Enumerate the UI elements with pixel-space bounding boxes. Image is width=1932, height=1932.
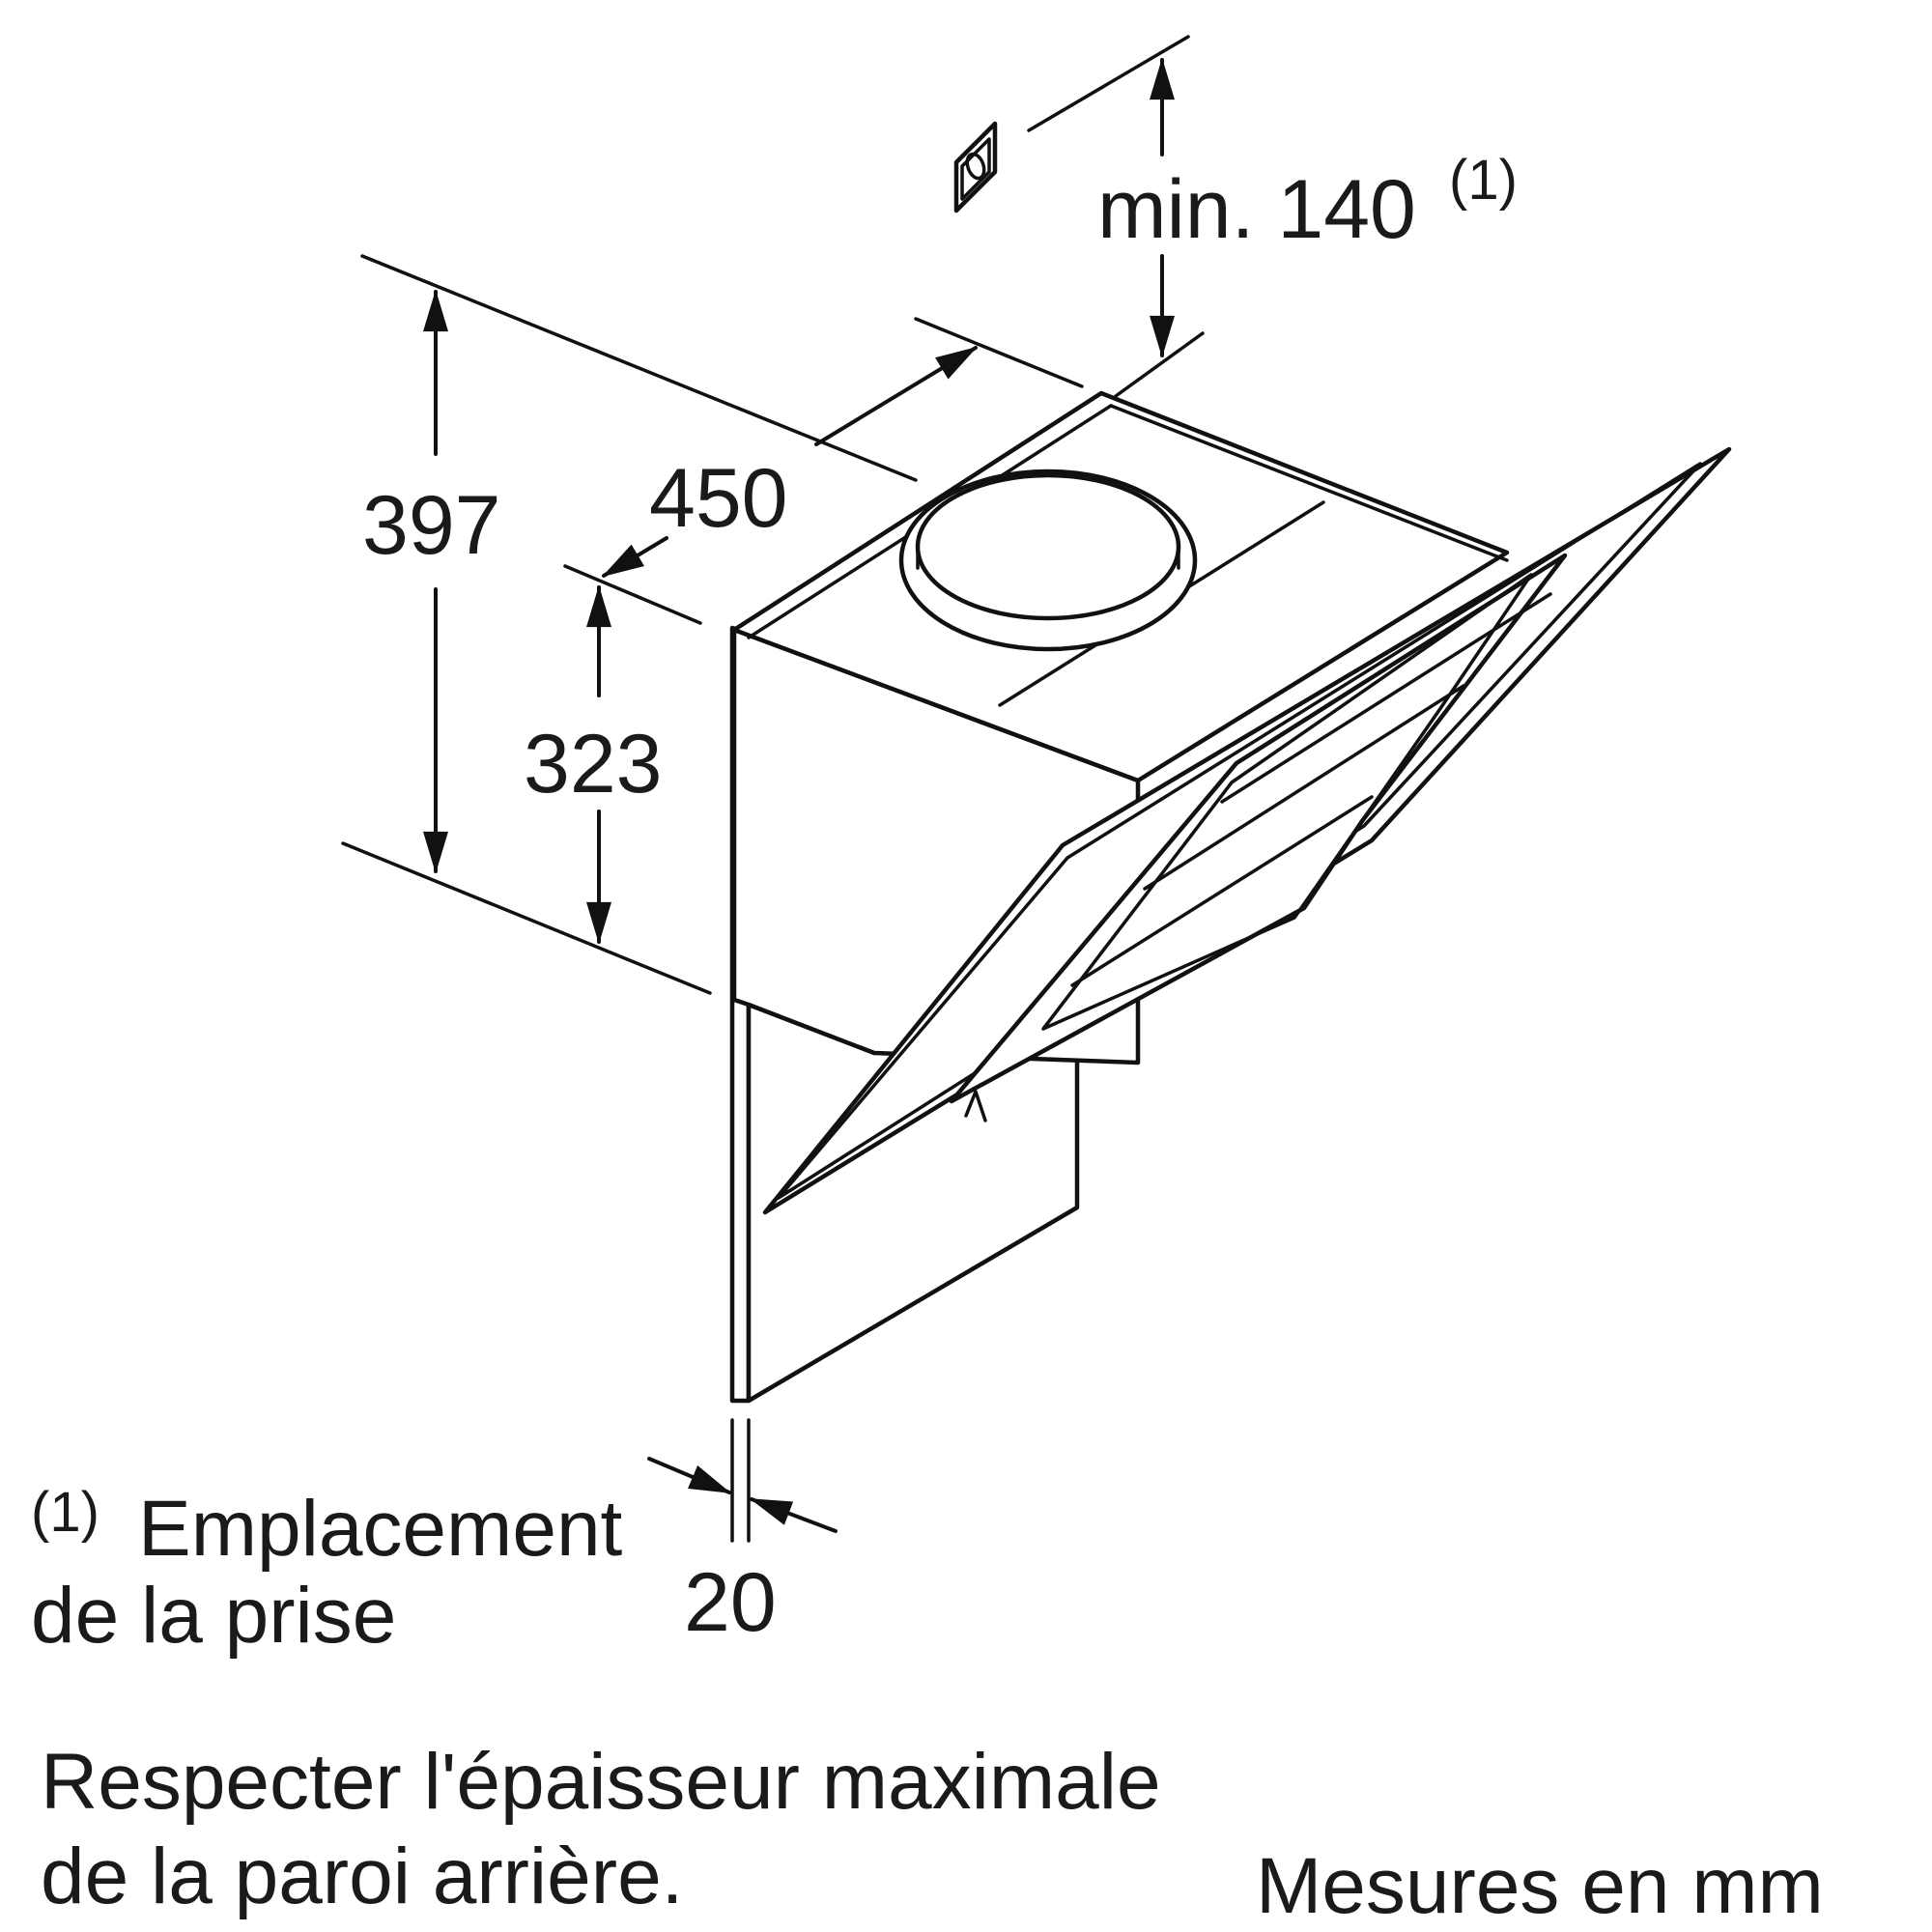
filter-bar-3 xyxy=(1070,795,1374,987)
dim-socket-label: min. 140 xyxy=(1097,163,1416,256)
hood-drawing xyxy=(729,390,1732,1404)
filter-inner xyxy=(1041,573,1533,1031)
bottom-notes: Respecter l'épaisseur maximale de la par… xyxy=(41,1738,1824,1930)
dim-depth-label: 450 xyxy=(649,452,788,545)
warning-line2: de la paroi arrière. xyxy=(41,1833,683,1920)
footnote-marker: (1) xyxy=(31,1481,99,1544)
dim-socket-sup: (1) xyxy=(1449,149,1518,212)
socket-icon xyxy=(953,121,998,213)
exhaust-collar xyxy=(898,469,1198,652)
dim-total-height-label: 397 xyxy=(362,479,501,572)
top-edge-back xyxy=(1109,404,1509,562)
warning-line1: Respecter l'épaisseur maximale xyxy=(41,1738,1161,1826)
dim-socket-height: min. 140 (1) xyxy=(1027,35,1518,398)
units-note: Mesures en mm xyxy=(1256,1842,1824,1930)
dim-wall-thickness: 20 xyxy=(647,1418,838,1649)
dim-wall-thickness-label: 20 xyxy=(684,1556,777,1649)
dim-body-height: 323 xyxy=(524,584,663,945)
dim-body-height-label: 323 xyxy=(524,718,663,810)
dim-depth: 450 xyxy=(563,317,1084,625)
frame-notch xyxy=(964,1090,987,1122)
filter-bar-1 xyxy=(1220,592,1552,804)
footnote-line2: de la prise xyxy=(31,1572,396,1660)
footnote: (1) Emplacement de la prise xyxy=(31,1481,623,1660)
filter-bar-2 xyxy=(1143,684,1465,891)
dim-total-height: 397 xyxy=(341,254,918,995)
footnote-line1: Emplacement xyxy=(138,1485,623,1573)
